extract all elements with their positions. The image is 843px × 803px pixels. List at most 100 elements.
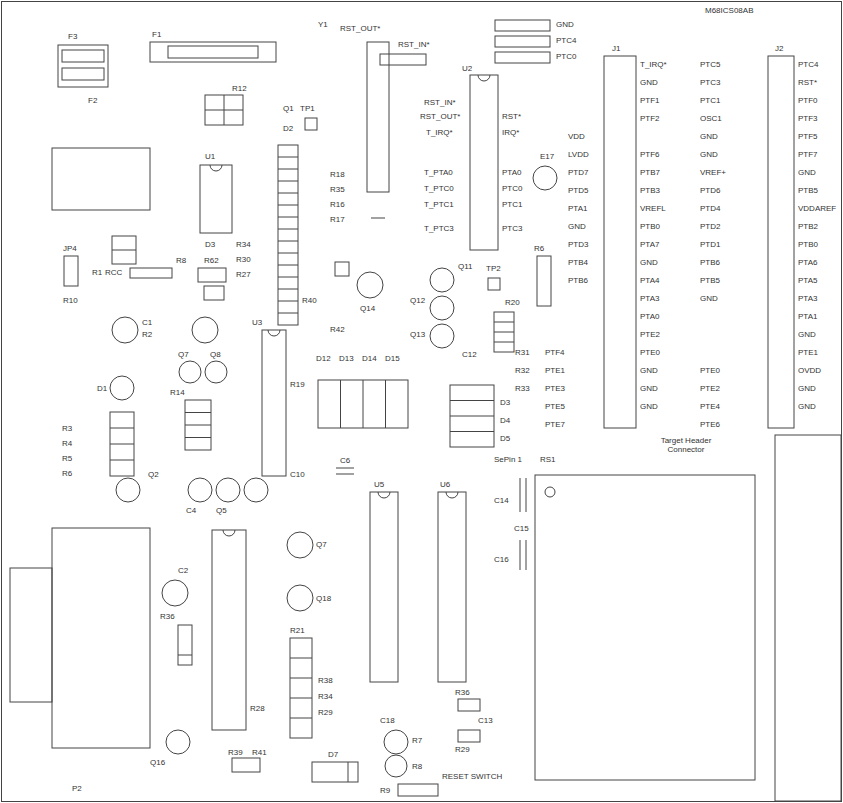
diode-symbol: [348, 762, 349, 782]
part-label: R39: [228, 748, 243, 757]
part-label: U6: [440, 480, 450, 489]
fuse-holder: [52, 42, 276, 210]
part-label: T_IRQ*: [426, 128, 453, 137]
part-label: SePin 1: [494, 455, 522, 464]
part-label: RST_IN*: [398, 40, 430, 49]
part-label: R62: [204, 256, 219, 265]
part-label: D3: [500, 398, 510, 407]
part-label: T_PTC3: [424, 224, 454, 233]
part-label: R2: [142, 330, 152, 339]
part-label: R31: [515, 348, 530, 357]
part-label: J2: [775, 44, 783, 53]
part-label: R8: [412, 762, 422, 771]
resistor-symbol: [495, 36, 550, 47]
part-label: M68ICS08AB: [705, 6, 753, 15]
part-label: P2: [72, 784, 82, 793]
transistor-symbol: [385, 755, 407, 777]
resistor-symbol: [278, 145, 298, 325]
part-label: R16: [330, 200, 345, 209]
resistor-symbol: [305, 118, 317, 130]
part-label: JP4: [63, 244, 77, 253]
part-label: Q18: [316, 594, 331, 603]
part-label: PTB3: [640, 186, 660, 195]
part-label: R19: [290, 380, 305, 389]
part-label: D2: [283, 124, 293, 133]
part-label: R28: [250, 704, 265, 713]
ic-outline: [370, 492, 398, 682]
part-label: PTF6: [640, 150, 660, 159]
part-label: R36: [455, 688, 470, 697]
part-label: R18: [330, 170, 345, 179]
resistor-symbol: [537, 256, 551, 306]
part-label: T_PTA0: [424, 168, 453, 177]
part-label: PTF3: [798, 114, 818, 123]
part-label: U2: [462, 64, 472, 73]
part-label: GND: [640, 258, 658, 267]
resistor-symbol: [318, 380, 408, 428]
part-label: VREFL: [640, 204, 666, 213]
ic-outline: [438, 492, 466, 682]
part-label: GND: [798, 402, 816, 411]
part-label: R29: [318, 708, 333, 717]
part-label: PTF4: [545, 348, 565, 357]
resistor-symbol: [64, 256, 78, 286]
resistor-symbol: [110, 412, 134, 476]
part-label: PTC3: [502, 224, 522, 233]
capacitor-symbol: [520, 478, 526, 512]
resistor-symbol: [185, 413, 211, 438]
part-label: PTB4: [568, 258, 588, 267]
transistor-symbol: [188, 478, 212, 502]
capacitor-symbol: [520, 540, 526, 570]
part-label: PTC1: [502, 200, 522, 209]
part-label: PTE2: [700, 384, 720, 393]
part-label: VDD: [568, 132, 585, 141]
part-label: PTC0: [502, 184, 522, 193]
part-label: PTB5: [798, 186, 818, 195]
resistor-symbol: [458, 730, 480, 742]
part-label: VDDAREF: [798, 204, 836, 213]
ic-outline: [223, 530, 235, 536]
part-label: PTC0: [556, 52, 576, 61]
part-label: R41: [252, 748, 267, 757]
part-label: PTE5: [545, 402, 565, 411]
transistor-symbol: [112, 317, 138, 343]
part-label: T_PTC1: [424, 200, 454, 209]
part-label: GND: [700, 132, 718, 141]
resistor-symbol: [290, 638, 312, 738]
resistor-symbol: [494, 322, 514, 342]
part-label: C6: [340, 456, 350, 465]
transistor-symbol: [179, 361, 201, 383]
part-label: R5: [62, 454, 72, 463]
part-label: PTE1: [545, 366, 565, 375]
part-label: R12: [232, 84, 247, 93]
part-label: GND: [700, 294, 718, 303]
ic-outline: [210, 165, 222, 171]
ic-outline: [446, 492, 458, 498]
part-label: RCC: [105, 268, 122, 277]
part-label: PTB0: [798, 240, 818, 249]
part-label: RST*: [798, 78, 817, 87]
part-label: PTE4: [700, 402, 720, 411]
part-label: OVDD: [798, 366, 821, 375]
transistor-symbol: [205, 361, 227, 383]
part-label: C15: [514, 524, 529, 533]
ic-outline: [262, 330, 286, 476]
part-label: R33: [515, 384, 530, 393]
part-label: C10: [290, 470, 305, 479]
part-label: R4: [62, 439, 72, 448]
part-label: RS1: [540, 455, 556, 464]
fuse-holder: [62, 50, 104, 62]
header-connector: [535, 475, 755, 780]
resistor-symbol: [488, 278, 500, 290]
transistor-symbol: [287, 585, 313, 611]
part-label: PTA0: [640, 312, 659, 321]
part-label: Y1: [318, 20, 328, 29]
part-label: C1: [142, 318, 152, 327]
part-label: VREF+: [700, 168, 726, 177]
part-label: PTD5: [568, 186, 588, 195]
part-label: GND: [700, 150, 718, 159]
transistor-symbol: [162, 580, 188, 606]
part-label: PTF5: [798, 132, 818, 141]
